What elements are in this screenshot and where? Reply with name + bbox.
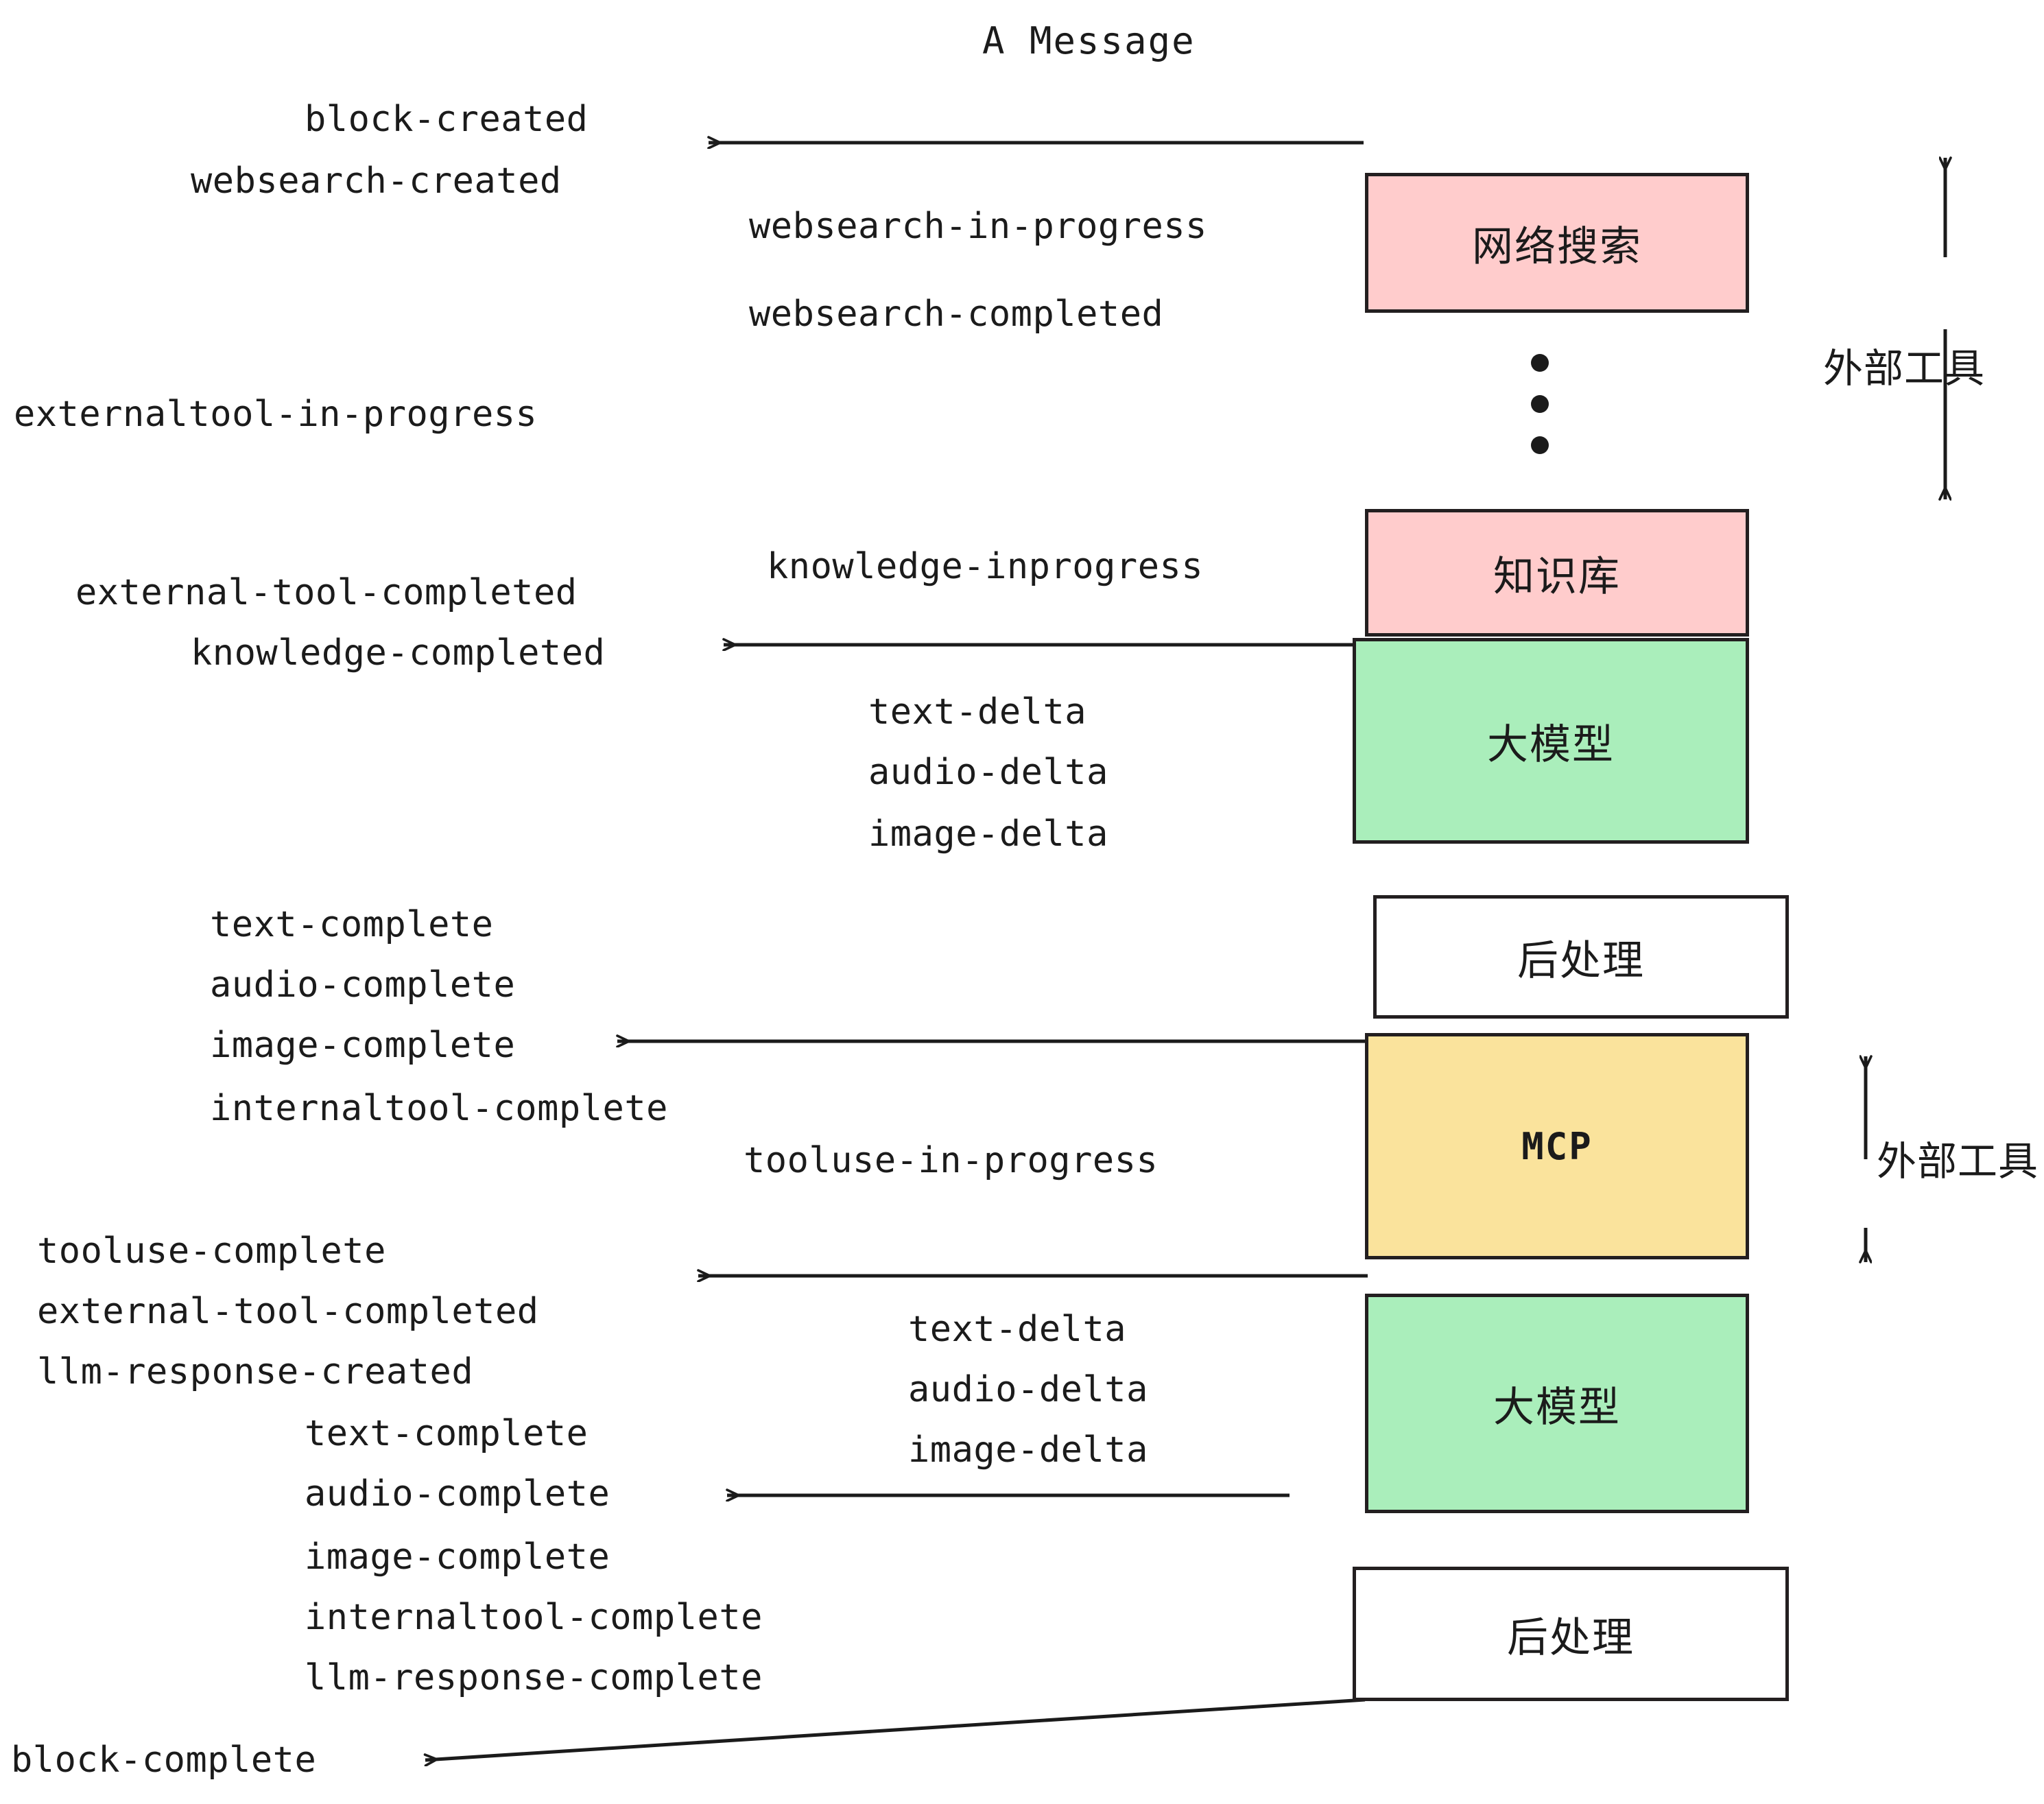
event-label: websearch-completed	[749, 294, 1164, 335]
event-label: audio-complete	[305, 1473, 610, 1515]
node-postprocess-upper[interactable]: 后处理	[1373, 895, 1789, 1019]
event-label: websearch-in-progress	[749, 206, 1207, 247]
event-label: internaltool-complete	[305, 1597, 763, 1638]
event-label: external-tool-completed	[37, 1291, 539, 1332]
event-label: websearch-created	[191, 161, 562, 202]
event-label: knowledge-completed	[191, 632, 606, 674]
node-label: 网络搜索	[1472, 222, 1642, 271]
node-llm-lower[interactable]: 大模型	[1365, 1294, 1749, 1513]
event-label: audio-delta	[868, 752, 1108, 793]
event-label: image-delta	[868, 814, 1108, 855]
node-mcp[interactable]: MCP	[1365, 1033, 1749, 1259]
event-label: internaltool-complete	[210, 1088, 668, 1129]
event-label: block-created	[305, 99, 589, 140]
node-knowledge-base[interactable]: 知识库	[1365, 509, 1749, 637]
node-postprocess-lower[interactable]: 后处理	[1353, 1567, 1789, 1701]
event-label: image-delta	[908, 1429, 1148, 1471]
page-title: A Message	[982, 19, 1196, 62]
node-llm-upper[interactable]: 大模型	[1353, 638, 1749, 844]
event-label: image-complete	[210, 1025, 516, 1066]
event-label: text-complete	[305, 1413, 589, 1454]
event-label: llm-response-created	[37, 1351, 474, 1392]
node-label: 后处理	[1517, 936, 1645, 985]
event-label: externaltool-in-progress	[14, 394, 538, 435]
event-label: image-complete	[305, 1536, 610, 1578]
ellipsis-dot	[1531, 354, 1549, 372]
node-web-search[interactable]: 网络搜索	[1365, 173, 1749, 313]
node-label: 后处理	[1507, 1613, 1635, 1662]
event-label: tooluse-in-progress	[744, 1140, 1158, 1181]
node-label: 知识库	[1493, 552, 1621, 601]
event-label: audio-delta	[908, 1369, 1148, 1410]
node-label: 大模型	[1493, 1383, 1621, 1432]
event-label: text-delta	[908, 1309, 1127, 1350]
event-label: text-complete	[210, 904, 494, 945]
event-label: knowledge-inprogress	[767, 546, 1204, 587]
ellipsis-dot	[1531, 395, 1549, 413]
ellipsis-dot	[1531, 436, 1549, 454]
arrow-block-complete	[425, 1698, 1366, 1760]
side-label-external-tool-bottom: 外部工具	[1877, 1138, 2039, 1185]
event-label: external-tool-completed	[75, 572, 578, 613]
side-label-external-tool-top: 外部工具	[1823, 345, 1986, 392]
node-label: 大模型	[1487, 720, 1615, 769]
node-label: MCP	[1521, 1124, 1593, 1168]
event-label: text-delta	[868, 691, 1087, 733]
event-label: llm-response-complete	[305, 1657, 763, 1698]
event-label: tooluse-complete	[37, 1231, 386, 1272]
event-label: audio-complete	[210, 964, 516, 1006]
event-label: block-complete	[11, 1740, 317, 1781]
